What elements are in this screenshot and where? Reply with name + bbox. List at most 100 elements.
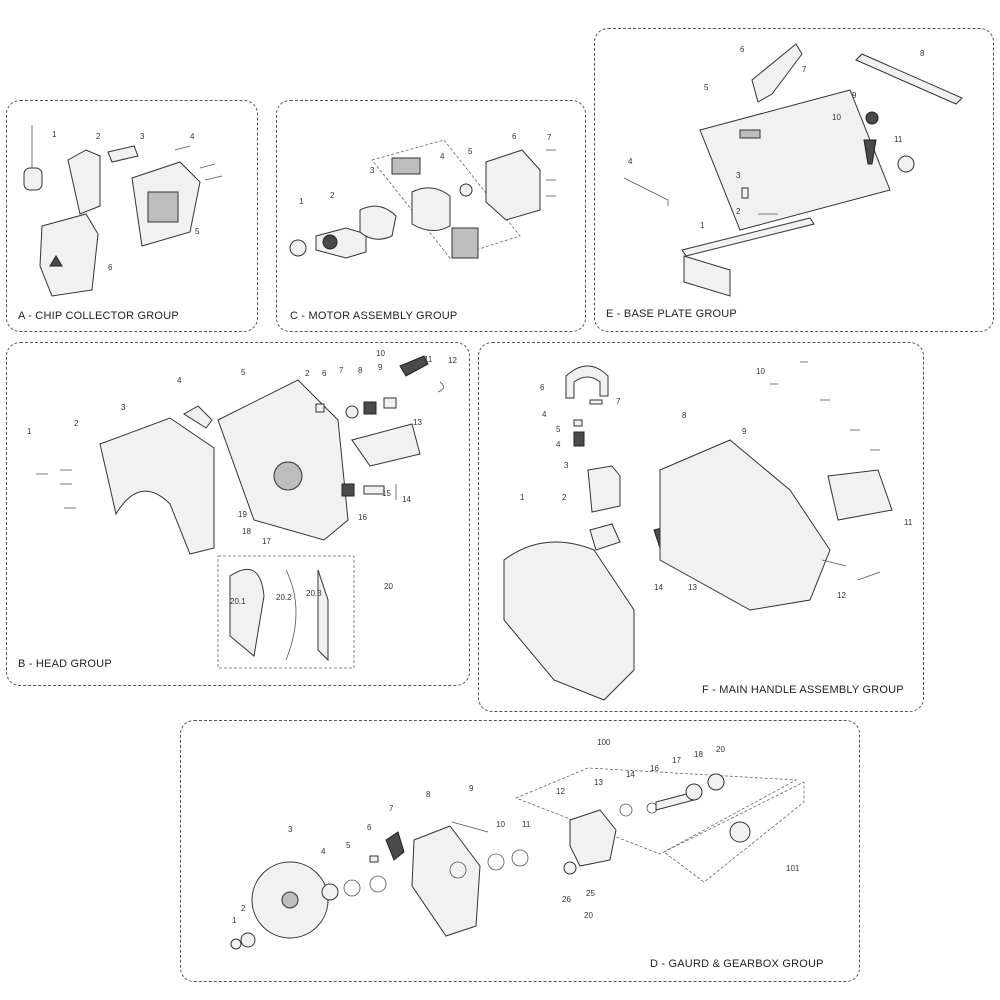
callout-e-4: 4 [628, 157, 633, 166]
callout-d-1: 1 [232, 916, 237, 925]
callout-f-6: 6 [540, 383, 545, 392]
callout-d-4: 4 [321, 847, 326, 856]
group-c-title: C - MOTOR ASSEMBLY GROUP [290, 310, 458, 322]
callout-a-3: 3 [140, 132, 145, 141]
callout-b-18: 18 [242, 527, 251, 536]
callout-f-7: 7 [616, 397, 621, 406]
callout-d-3: 3 [288, 825, 293, 834]
group-e-title: E - BASE PLATE GROUP [606, 308, 737, 320]
callout-c-4: 4 [440, 152, 445, 161]
callout-b-20: 20 [384, 582, 393, 591]
callout-f-8: 8 [682, 411, 687, 420]
callout-b-6: 6 [322, 369, 327, 378]
callout-b-11: 11 [424, 355, 433, 364]
callout-d-11: 11 [522, 820, 531, 829]
callout-c-2: 2 [330, 191, 335, 200]
callout-b-20-3: 20.3 [306, 589, 322, 598]
callout-b-20-2: 20.2 [276, 593, 292, 602]
group-e-base-plate [594, 28, 994, 332]
callout-d-14: 14 [626, 770, 635, 779]
callout-b-12: 12 [448, 356, 457, 365]
callout-d-12: 12 [556, 787, 565, 796]
callout-f-4: 4 [542, 410, 547, 419]
group-f-title: F - MAIN HANDLE ASSEMBLY GROUP [702, 684, 904, 696]
callout-f-2: 2 [562, 493, 567, 502]
callout-e-7: 7 [802, 65, 807, 74]
callout-f-10: 10 [756, 367, 765, 376]
callout-e-8: 8 [920, 49, 925, 58]
callout-f-4b: 4 [556, 440, 561, 449]
callout-b-8: 8 [358, 366, 363, 375]
callout-e-2: 2 [736, 207, 741, 216]
callout-d-9: 9 [469, 784, 474, 793]
callout-b-7: 7 [339, 366, 344, 375]
group-c-motor-assembly [276, 100, 586, 332]
callout-b-1: 1 [27, 427, 32, 436]
group-a-title: A - CHIP COLLECTOR GROUP [18, 310, 179, 322]
callout-d-20b: 20 [584, 911, 593, 920]
callout-d-20: 20 [716, 745, 725, 754]
callout-d-25: 25 [586, 889, 595, 898]
group-b-head [6, 342, 470, 686]
group-b-title: B - HEAD GROUP [18, 658, 112, 670]
callout-b-20-1: 20.1 [230, 597, 246, 606]
callout-a-2: 2 [96, 132, 101, 141]
callout-f-3: 3 [564, 461, 569, 470]
callout-a-1: 1 [52, 130, 57, 139]
callout-f-14: 14 [654, 583, 663, 592]
callout-d-6: 6 [367, 823, 372, 832]
callout-b-4: 4 [177, 376, 182, 385]
callout-b-13: 13 [413, 418, 422, 427]
callout-d-18: 18 [694, 750, 703, 759]
callout-a-6: 6 [108, 263, 113, 272]
callout-e-10: 10 [832, 113, 841, 122]
callout-c-5: 5 [468, 147, 473, 156]
group-d-guard-gearbox [180, 720, 860, 982]
callout-b-5: 5 [241, 368, 246, 377]
callout-e-9: 9 [852, 91, 857, 100]
callout-d-13: 13 [594, 778, 603, 787]
callout-b-3: 3 [121, 403, 126, 412]
callout-d-5: 5 [346, 841, 351, 850]
callout-d-10: 10 [496, 820, 505, 829]
callout-d-8: 8 [426, 790, 431, 799]
group-f-main-handle [478, 342, 924, 712]
callout-f-5: 5 [556, 425, 561, 434]
callout-e-1: 1 [700, 221, 705, 230]
callout-b-19: 19 [238, 510, 247, 519]
callout-b-2: 2 [74, 419, 79, 428]
group-d-title: D - GAURD & GEARBOX GROUP [650, 958, 824, 970]
callout-f-9: 9 [742, 427, 747, 436]
callout-e-3: 3 [736, 171, 741, 180]
callout-a-4: 4 [190, 132, 195, 141]
callout-d-16: 16 [650, 764, 659, 773]
callout-d-17: 17 [672, 756, 681, 765]
callout-b-17: 17 [262, 537, 271, 546]
callout-e-6: 6 [740, 45, 745, 54]
callout-c-7: 7 [547, 133, 552, 142]
callout-f-1: 1 [520, 493, 525, 502]
callout-a-5: 5 [195, 227, 200, 236]
callout-d-101: 101 [786, 864, 800, 873]
callout-c-1: 1 [299, 197, 304, 206]
callout-e-5: 5 [704, 83, 709, 92]
callout-f-13: 13 [688, 583, 697, 592]
callout-b-16: 16 [358, 513, 367, 522]
callout-c-6: 6 [512, 132, 517, 141]
callout-b-2b: 2 [305, 369, 310, 378]
callout-b-15: 15 [382, 489, 391, 498]
callout-d-2: 2 [241, 904, 246, 913]
callout-f-11: 11 [904, 518, 913, 527]
callout-d-26: 26 [562, 895, 571, 904]
group-a-chip-collector [6, 100, 258, 332]
callout-d-7: 7 [389, 804, 394, 813]
callout-c-3: 3 [370, 166, 375, 175]
callout-b-14: 14 [402, 495, 411, 504]
callout-d-100: 100 [597, 738, 611, 747]
